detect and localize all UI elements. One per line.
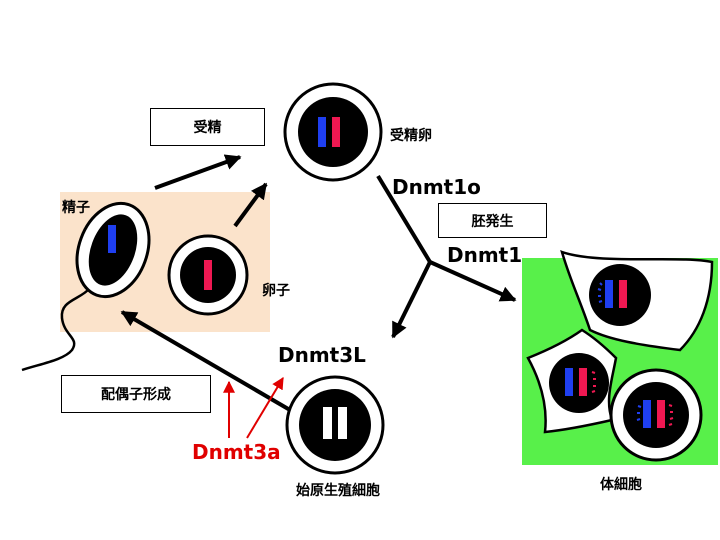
somatic-label: 体細胞 (600, 477, 642, 493)
maternal-chromosome (619, 280, 627, 308)
embryogenesis-label: 胚発生 (471, 213, 514, 230)
embryogenesis-box: 胚発生 (438, 203, 547, 238)
egg-label: 卵子 (262, 283, 290, 299)
arrow-to-pgc (391, 261, 432, 339)
arrow-pgc-to-gametes (120, 310, 292, 412)
arrow-to-somatic (429, 260, 517, 302)
maternal-chromosome (332, 117, 340, 147)
sperm-cell (75, 201, 151, 299)
methylation-marks (636, 405, 642, 421)
methylation-marks (597, 282, 603, 303)
dnmt3a-label: Dnmt3a (192, 440, 281, 464)
arrow-egg-to-fertilization (233, 182, 268, 228)
zygote-cell (283, 82, 383, 182)
paternal-chromosome (565, 368, 573, 396)
paternal-chromosome (108, 225, 116, 253)
gametogenesis-label: 配偶子形成 (101, 387, 171, 403)
egg-cell (167, 234, 249, 316)
paternal-chromosome (643, 400, 651, 428)
somatic-cell-right (609, 368, 703, 462)
sperm-tail (21, 287, 91, 372)
arrow-sperm-to-fertilization (154, 154, 242, 190)
primordial-germ-cell (285, 375, 385, 475)
methylation-marks (668, 404, 674, 426)
somatic-cell-left (526, 328, 618, 434)
maternal-chromosome (204, 260, 212, 290)
paternal-chromosome (318, 117, 326, 147)
sperm-label: 精子 (62, 200, 90, 216)
dnmt1-label: Dnmt1 (447, 243, 523, 267)
somatic-cell-top (560, 250, 714, 352)
dnmt1o-label: Dnmt1o (392, 175, 481, 199)
pgc-label: 始原生殖細胞 (296, 483, 380, 499)
zygote-stem-line (376, 174, 432, 264)
zygote-label: 受精卵 (390, 128, 432, 144)
erased-chromosome (338, 407, 347, 439)
gametogenesis-box: 配偶子形成 (61, 375, 211, 413)
fertilization-label: 受精 (193, 120, 222, 136)
paternal-chromosome (605, 280, 613, 308)
erased-chromosome (323, 407, 332, 439)
maternal-chromosome (579, 368, 587, 396)
maternal-chromosome (657, 400, 665, 428)
fertilization-box: 受精 (150, 108, 265, 146)
methylation-marks (591, 371, 596, 393)
dnmt3l-label: Dnmt3L (278, 343, 366, 367)
arrow-dnmt3a-right (246, 376, 284, 439)
